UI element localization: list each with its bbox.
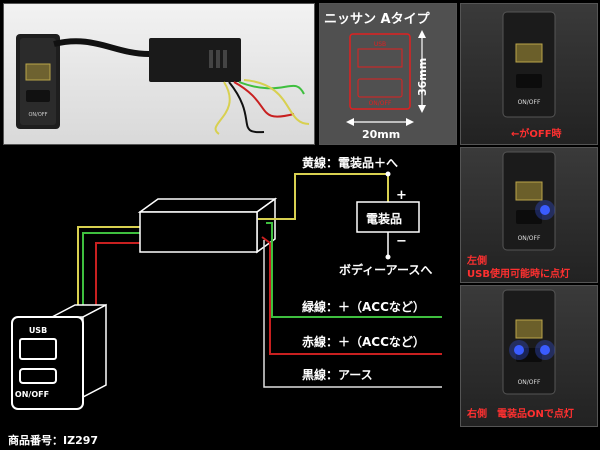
switch-left-led-drawing: ON/OFF — [502, 151, 556, 251]
photo-off-state: ON/OFF ←がOFF時 — [460, 3, 598, 145]
dimension-panel: ニッサン Aタイプ USB ON/OFF 36mm 20mm — [319, 3, 457, 145]
minus-sign: − — [396, 234, 407, 249]
device-box — [356, 201, 420, 233]
red-wire-out — [261, 236, 442, 355]
right-caption: 右側 電装品ONで点灯 — [467, 409, 574, 420]
switch-button — [19, 368, 57, 384]
switch-right-led-drawing: ON/OFF — [502, 289, 556, 395]
yellow-wire-in — [77, 226, 140, 312]
switch-onoff-text: ON/OFF — [15, 390, 49, 399]
device-label: 電装品 — [366, 212, 403, 226]
right-led-photo-onoff: ON/OFF — [518, 379, 541, 386]
product-photo-drawing: ON/OFF — [16, 34, 310, 135]
product-number: 商品番号：IZ297 — [8, 434, 99, 447]
wiring-diagram: USB ON/OFF — [11, 171, 442, 410]
photo-right-led: ON/OFF 右側 電装品ONで点灯 — [460, 285, 598, 427]
module-box-front — [139, 211, 258, 253]
photo-onoff-text: ON/OFF — [28, 112, 47, 118]
module-box-top — [137, 198, 278, 213]
red-wire-in — [95, 242, 140, 312]
yellow-wire-out — [258, 173, 389, 220]
switch-usb-port — [19, 338, 57, 360]
switch-off-drawing: ON/OFF — [502, 11, 556, 118]
product-photo: ON/OFF — [3, 3, 315, 145]
yellow-wire-label: 黄線：電装品＋へ — [302, 156, 399, 170]
dimension-drawing: USB ON/OFF — [346, 30, 426, 126]
switch-usb-text: USB — [29, 326, 47, 335]
red-wire-label: 赤線：＋（ACCなど） — [302, 335, 425, 349]
height-dimension: 36mm — [416, 57, 429, 96]
green-wire-out — [266, 222, 442, 318]
dimension-onoff-text: ON/OFF — [369, 100, 392, 107]
left-caption-line2: USB使用可能時に点灯 — [467, 269, 570, 280]
width-dimension: 20mm — [362, 128, 401, 141]
photo-left-led: ON/OFF 左側 USB使用可能時に点灯 — [460, 147, 598, 283]
dimension-usb-text: USB — [374, 41, 386, 48]
green-wire-in — [82, 232, 140, 312]
left-caption-line1: 左側 — [467, 256, 487, 267]
switch-body-side — [82, 303, 107, 399]
black-wire-label: 黒線：アース — [302, 368, 373, 382]
plus-sign: + — [396, 188, 407, 203]
body-earth-label: ボディーアースへ — [339, 263, 433, 277]
left-led-photo-onoff: ON/OFF — [518, 235, 541, 242]
off-caption: ←がOFF時 — [511, 129, 562, 140]
black-wire-out — [263, 240, 442, 388]
green-wire-label: 緑線：＋（ACCなど） — [302, 300, 425, 314]
model-title: ニッサン Aタイプ — [324, 12, 430, 27]
off-photo-onoff: ON/OFF — [518, 99, 541, 106]
